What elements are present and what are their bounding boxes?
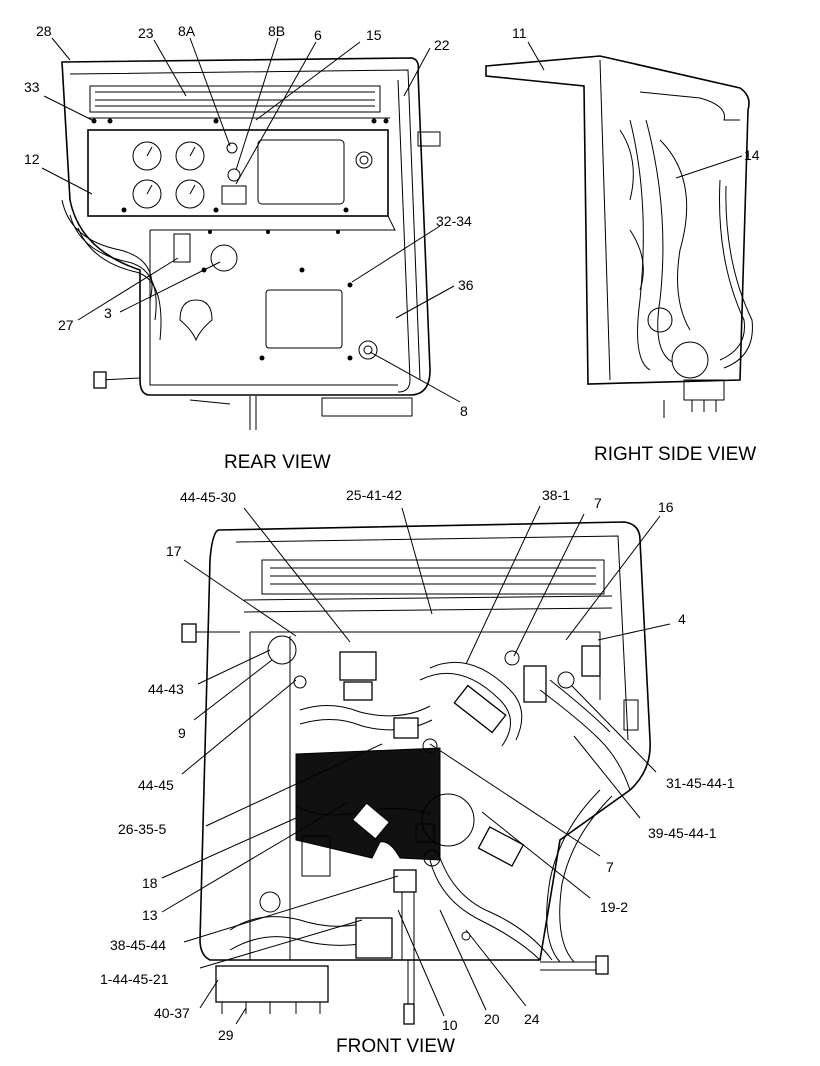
callout-3: 3	[104, 305, 112, 321]
callout-44-43: 44-43	[148, 681, 184, 697]
callout-32-34: 32-34	[436, 213, 472, 229]
callout-13: 13	[142, 907, 158, 923]
callout-27: 27	[58, 317, 74, 333]
callout-19-2: 19-2	[600, 899, 628, 915]
right-side-view-drawing	[485, 55, 753, 418]
callout-10: 10	[442, 1017, 458, 1033]
front-view-drawing	[181, 521, 651, 1025]
callout-12: 12	[24, 151, 40, 167]
callout-28: 28	[36, 23, 52, 39]
callout-16: 16	[658, 499, 674, 515]
callout-33: 33	[24, 79, 40, 95]
callout-1-44-45-21: 1-44-45-21	[100, 971, 169, 987]
callout-36: 36	[458, 277, 474, 293]
callout-38-1: 38-1	[542, 487, 570, 503]
callout-17: 17	[166, 543, 182, 559]
callout-31-45-44-1: 31-45-44-1	[666, 775, 735, 791]
callout-14: 14	[744, 147, 760, 163]
callout-6: 6	[314, 27, 322, 43]
callout-7-bottom: 7	[606, 859, 614, 875]
callout-38-45-44: 38-45-44	[110, 937, 166, 953]
callout-7-top: 7	[594, 495, 602, 511]
callout-44-45: 44-45	[138, 777, 174, 793]
front-view-caption: FRONT VIEW	[336, 1036, 455, 1057]
callout-44-45-30: 44-45-30	[180, 489, 236, 505]
callout-15: 15	[366, 27, 382, 43]
callout-4: 4	[678, 611, 686, 627]
rear-view-callouts: 28 23 8A 8B 6 15 22 33 12 27 3 32-34 36 …	[24, 23, 474, 419]
right-side-callouts: 11 14	[512, 25, 760, 163]
front-view-callouts: 44-45-30 25-41-42 38-1 7 16 17 4 44-43 9…	[100, 487, 735, 1043]
callout-40-37: 40-37	[154, 1005, 190, 1021]
callout-29: 29	[218, 1027, 234, 1043]
callout-24: 24	[524, 1011, 540, 1027]
right-side-view-caption: RIGHT SIDE VIEW	[594, 444, 756, 465]
rear-view-caption: REAR VIEW	[224, 452, 331, 473]
callout-8: 8	[460, 403, 468, 419]
callout-8a: 8A	[178, 23, 196, 39]
right-side-leaders	[527, 41, 743, 179]
callout-39-45-44-1: 39-45-44-1	[648, 825, 717, 841]
callout-20: 20	[484, 1011, 500, 1027]
callout-26-35-5: 26-35-5	[118, 821, 166, 837]
callout-23: 23	[138, 25, 154, 41]
front-view-leaders	[161, 505, 671, 1025]
callout-9: 9	[178, 725, 186, 741]
rear-view-leaders	[41, 37, 461, 403]
callout-18: 18	[142, 875, 158, 891]
rear-view-drawing	[61, 57, 441, 430]
callout-8b: 8B	[268, 23, 285, 39]
callout-25-41-42: 25-41-42	[346, 487, 402, 503]
callout-22: 22	[434, 37, 450, 53]
callout-11: 11	[512, 25, 527, 41]
